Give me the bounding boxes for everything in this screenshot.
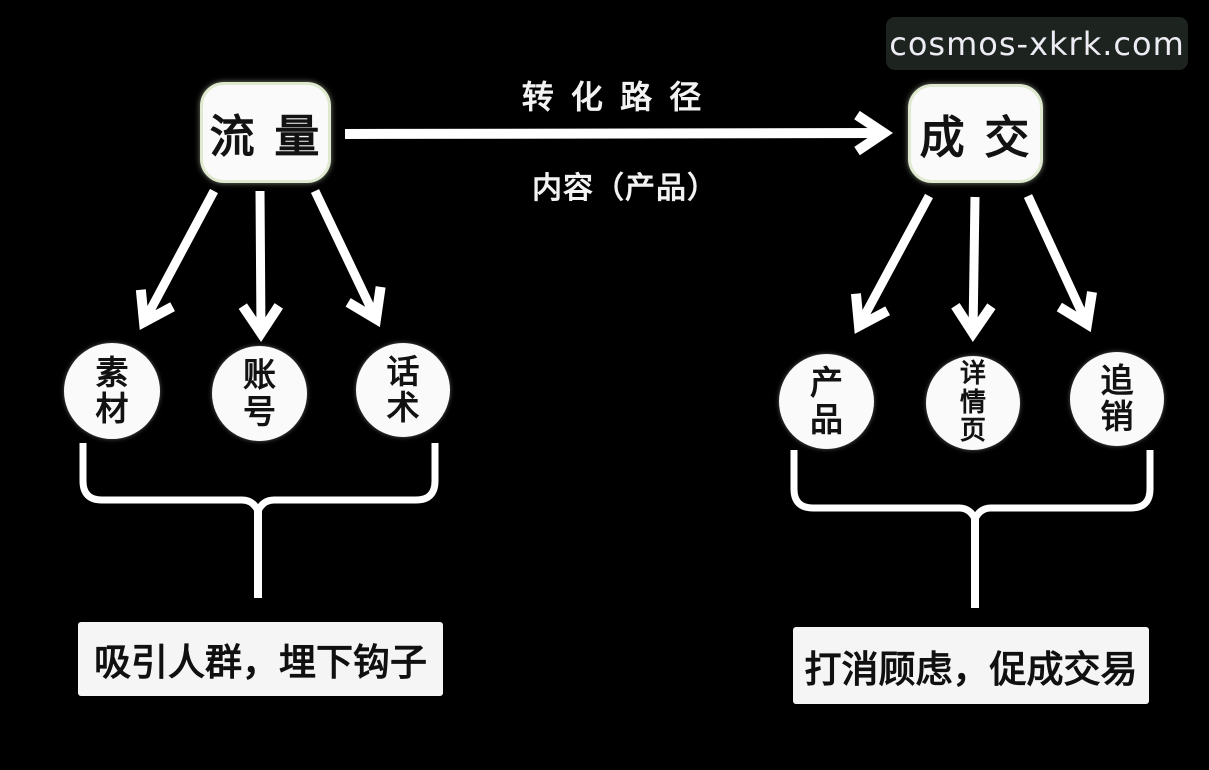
watermark: cosmos-xkrk.com xyxy=(886,17,1188,70)
edge-label-content-product: 内容（产品） xyxy=(532,171,718,206)
node-product: 产 品 xyxy=(779,354,874,449)
arrow-traffic-to-deal xyxy=(344,110,894,156)
node-product-label: 产 品 xyxy=(810,363,843,439)
brace-left xyxy=(79,443,439,520)
node-deal-label: 成 交 xyxy=(919,111,1032,164)
arrow-to-script xyxy=(310,189,386,328)
arrow-to-detail-page xyxy=(951,196,996,343)
edge-label-conversion-path: 转 化 路 径 xyxy=(521,78,705,116)
summary-box-attract-hook: 吸引人群，埋下钩子 xyxy=(78,622,443,696)
node-traffic: 流 量 xyxy=(200,82,331,183)
node-account: 账 号 xyxy=(212,346,307,441)
node-material-label: 素 材 xyxy=(95,352,129,428)
summary-close-deal-text: 打消顾虑，促成交易 xyxy=(804,647,1138,691)
node-traffic-label: 流 量 xyxy=(209,110,322,163)
node-detail-page: 详 情 页 xyxy=(926,356,1020,450)
node-script: 话 术 xyxy=(356,343,450,437)
node-account-label: 账 号 xyxy=(243,355,276,431)
watermark-text: cosmos-xkrk.com xyxy=(889,24,1185,63)
node-detail-page-label: 详 情 页 xyxy=(959,359,986,447)
summary-box-close-deal: 打消顾虑，促成交易 xyxy=(793,627,1149,704)
node-material: 素 材 xyxy=(64,343,160,439)
summary-attract-hook-text: 吸引人群，埋下钩子 xyxy=(94,641,427,684)
arrow-to-material xyxy=(135,188,218,330)
arrow-to-account xyxy=(238,190,283,343)
arrow-to-product xyxy=(850,193,933,334)
node-deal: 成 交 xyxy=(908,84,1043,183)
brace-right xyxy=(790,450,1154,528)
node-script-label: 话 术 xyxy=(386,351,420,427)
node-upsell-label: 追 销 xyxy=(1100,360,1134,436)
arrow-to-upsell xyxy=(1023,194,1097,333)
node-upsell: 追 销 xyxy=(1070,352,1164,446)
